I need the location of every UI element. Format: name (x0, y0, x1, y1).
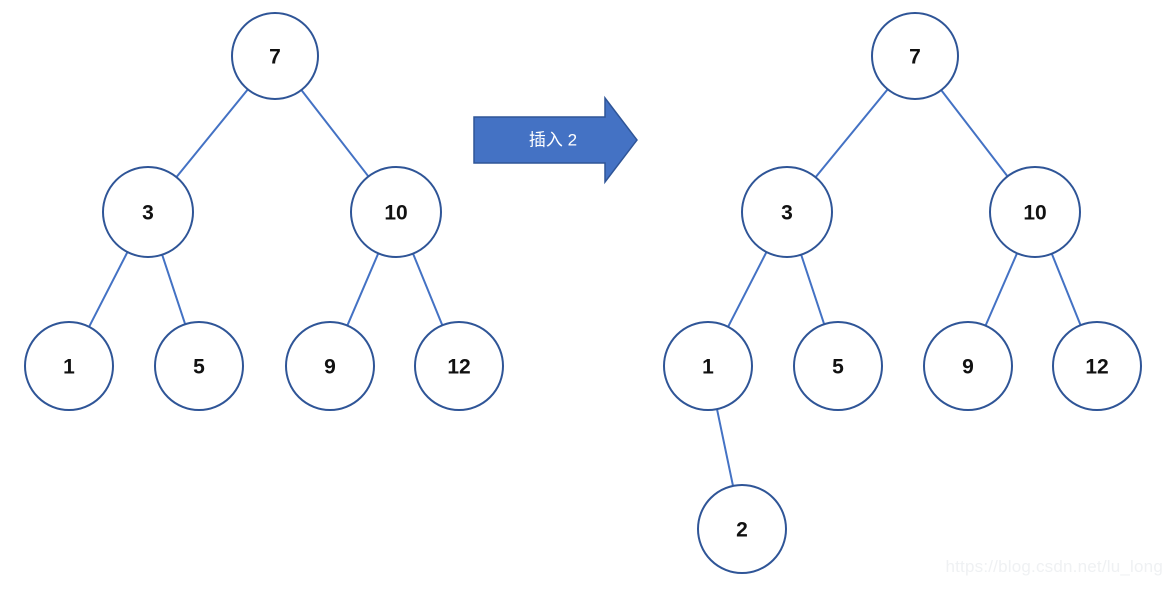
tree-edge-a10-a12 (1050, 252, 1082, 327)
node-label: 3 (142, 202, 154, 225)
insert-2-arrow-shape (473, 95, 638, 185)
node-circle (350, 166, 442, 258)
node-label: 12 (1085, 356, 1108, 379)
node-label: 3 (781, 202, 793, 225)
tree-edge-b7-b10 (300, 88, 370, 178)
tree-edge-a3-a5 (800, 253, 826, 326)
node-circle (741, 166, 833, 258)
node-label: 5 (193, 356, 205, 379)
node-circle (154, 321, 244, 411)
node-label: 12 (447, 356, 470, 379)
tree-node[interactable]: 2 (697, 484, 787, 574)
insert-2-arrow-label: 插入 2 (529, 131, 577, 150)
node-label: 5 (832, 356, 844, 379)
node-label: 9 (324, 356, 336, 379)
node-circle (1052, 321, 1142, 411)
tree-node[interactable]: 5 (154, 321, 244, 411)
tree-edge-a10-a9 (984, 252, 1019, 327)
tree-edge-a7-a3 (814, 88, 889, 179)
tree-node[interactable]: 9 (923, 321, 1013, 411)
node-circle (923, 321, 1013, 411)
insert-arrow-group: 插入 2 (473, 95, 638, 185)
node-label: 10 (384, 202, 407, 225)
tree-node[interactable]: 12 (1052, 321, 1142, 411)
node-circle (24, 321, 114, 411)
tree-node[interactable]: 10 (989, 166, 1081, 258)
node-label: 1 (702, 356, 714, 379)
tree-node[interactable]: 1 (24, 321, 114, 411)
tree-node[interactable]: 12 (414, 321, 504, 411)
tree-edge-b10-b9 (346, 252, 380, 327)
tree-node[interactable]: 9 (285, 321, 375, 411)
tree-node[interactable]: 1 (663, 321, 753, 411)
node-label: 10 (1023, 202, 1046, 225)
tree-edge-b3-b1 (88, 251, 129, 328)
node-circle (414, 321, 504, 411)
node-circle (697, 484, 787, 574)
node-circle (989, 166, 1081, 258)
node-label: 7 (909, 46, 921, 69)
node-circle (102, 166, 194, 258)
tree-node[interactable]: 5 (793, 321, 883, 411)
edges-layer (88, 88, 1082, 487)
tree-node[interactable]: 7 (871, 12, 959, 100)
tree-edge-a1-a2 (715, 408, 735, 487)
node-circle (793, 321, 883, 411)
tree-edge-b3-b5 (161, 253, 187, 326)
node-label: 1 (63, 356, 75, 379)
binary-search-tree-after: 7 3 10 1 5 9 12 2 (663, 12, 1142, 574)
node-label: 9 (962, 356, 974, 379)
tree-edge-b7-b3 (175, 88, 249, 179)
node-label: 7 (269, 46, 281, 69)
tree-edge-a7-a10 (940, 89, 1009, 178)
tree-edges-after (715, 88, 1082, 487)
binary-search-tree-before: 7 3 10 1 5 9 12 (24, 12, 504, 411)
tree-node[interactable]: 10 (350, 166, 442, 258)
node-circle (231, 12, 319, 100)
nodes-layer: 7 3 10 1 5 9 12 7 3 10 1 5 9 12 2 (24, 12, 1142, 574)
node-circle (285, 321, 375, 411)
node-label: 2 (736, 519, 748, 542)
node-circle (871, 12, 959, 100)
tree-node[interactable]: 3 (102, 166, 194, 258)
tree-edge-a3-a1 (727, 251, 768, 328)
tree-edges-before (88, 88, 444, 328)
tree-edge-b10-b12 (412, 252, 444, 327)
node-circle (663, 321, 753, 411)
tree-node[interactable]: 7 (231, 12, 319, 100)
tree-node[interactable]: 3 (741, 166, 833, 258)
watermark: https://blog.csdn.net/lu_long (945, 557, 1163, 576)
